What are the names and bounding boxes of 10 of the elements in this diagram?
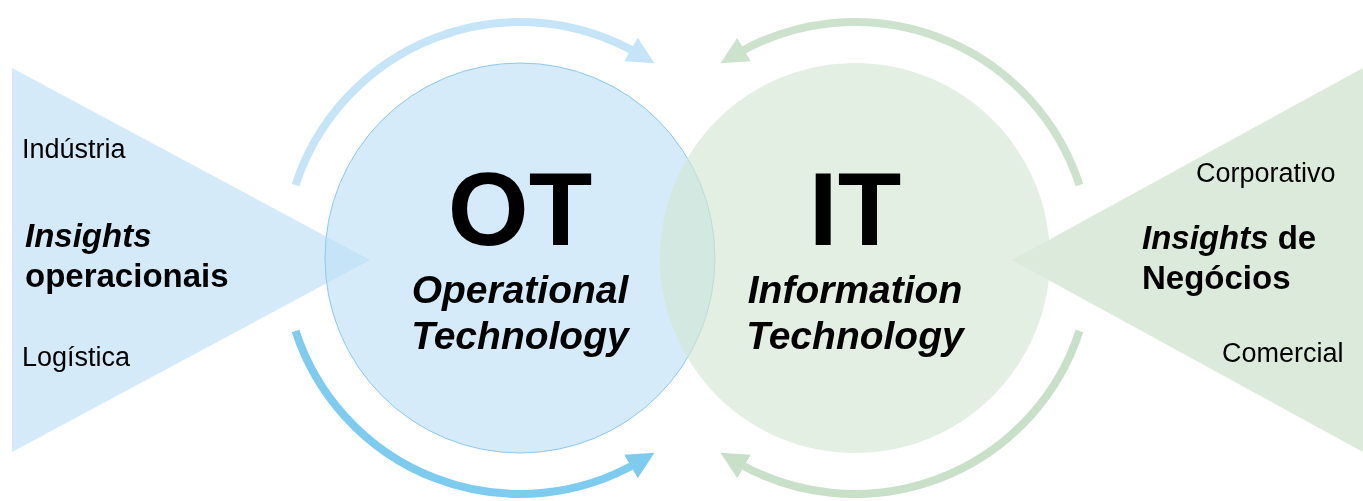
label-text: Indústria	[22, 134, 126, 165]
title-text: Insights operacionais	[25, 216, 230, 296]
subtitle-text: Information Technology	[745, 267, 966, 359]
subtitle-text: Operational Technology	[410, 267, 631, 359]
label-text: Logística	[22, 342, 131, 373]
heading-text: IT	[807, 157, 903, 261]
heading-text: OT	[446, 157, 594, 261]
title-text: Insights de Negócios	[1142, 218, 1318, 298]
label-text: Comercial	[1222, 338, 1344, 369]
label-text: Corporativo	[1196, 158, 1336, 189]
